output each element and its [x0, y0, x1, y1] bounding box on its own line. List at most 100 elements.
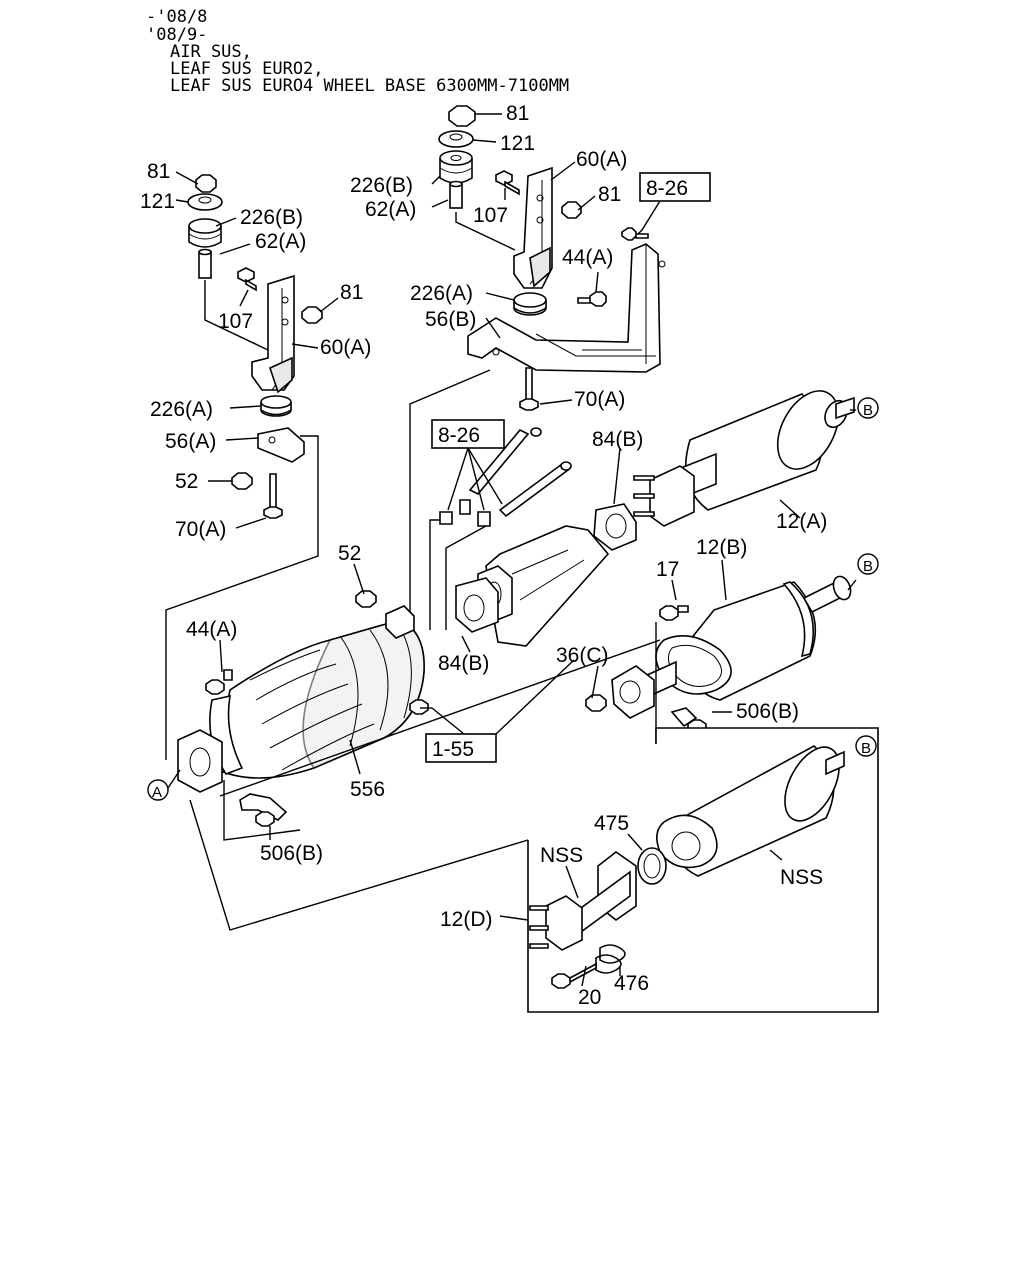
washer-121-left[interactable] — [187, 193, 223, 211]
collar-62a-left[interactable] — [198, 251, 212, 279]
label-226b-upper: 226(B) — [350, 174, 413, 197]
leader-a-to-12d — [189, 799, 529, 931]
bolt-107-upper[interactable] — [495, 170, 513, 186]
collar-62a-upper[interactable] — [449, 183, 463, 209]
dpd-bracket[interactable] — [385, 605, 415, 639]
sensor-pipe-group: 8-26 — [429, 419, 572, 630]
svg-text:B: B — [861, 740, 871, 757]
washer-121-upper[interactable] — [438, 130, 474, 148]
muffler-12a-assembly — [593, 390, 856, 551]
nut-81-upper[interactable] — [448, 105, 476, 127]
label-506b-right: 506(B) — [736, 700, 799, 723]
marker-b-12a: B — [857, 397, 879, 419]
flange-12d-inlet[interactable] — [545, 895, 583, 951]
gasket-84b-mid[interactable] — [455, 577, 499, 633]
marker-b-nss: B — [855, 735, 877, 757]
studs-12a — [633, 475, 655, 517]
svg-text:B: B — [863, 558, 873, 575]
label-62a-left: 62(A) — [255, 230, 306, 253]
bolt-44a-upper[interactable] — [577, 291, 607, 307]
bolt-17[interactable] — [659, 605, 689, 621]
gasket-84b-top[interactable] — [593, 503, 637, 551]
label-nss-right: NSS — [780, 866, 823, 889]
label-84b-mid: 84(B) — [438, 652, 489, 675]
nut-36c[interactable] — [585, 694, 607, 712]
label-556: 556 — [350, 778, 385, 801]
center-elbow — [455, 525, 610, 653]
marker-a: A — [147, 779, 169, 801]
header-line-4: LEAF SUS EURO2, — [170, 59, 324, 79]
sensor-pipe-lower[interactable] — [498, 462, 570, 518]
dpd-unit-556 — [177, 563, 465, 841]
header-line-2: '08/9- — [146, 25, 207, 45]
header-line-5: LEAF SUS EURO4 WHEEL BASE 6300MM-7100MM — [170, 76, 569, 96]
nut-81-left-side[interactable] — [301, 306, 323, 324]
spring-476[interactable] — [595, 944, 626, 974]
nut-81-left[interactable] — [195, 174, 217, 193]
nut-52-mid[interactable] — [355, 590, 377, 608]
gasket-12b-inlet[interactable] — [611, 665, 655, 719]
pipe-clamp-left[interactable] — [439, 499, 471, 525]
label-81-upper-side: 81 — [598, 183, 621, 206]
nut-dpd-right[interactable] — [409, 699, 429, 715]
muffler-12b-assembly — [585, 559, 857, 744]
label-81-upper: 81 — [506, 102, 529, 125]
label-12d: 12(D) — [440, 908, 493, 931]
label-17: 17 — [656, 558, 679, 581]
left-lower-mount — [165, 395, 319, 760]
bolt-70a-left[interactable] — [269, 473, 277, 511]
bolt-70a-mid[interactable] — [525, 367, 533, 403]
bracket-56b[interactable] — [467, 243, 661, 373]
nss-option-box — [499, 727, 879, 1013]
label-52-mid: 52 — [338, 542, 361, 565]
flange-nss[interactable] — [656, 814, 718, 869]
label-44a-left: 44(A) — [186, 618, 237, 641]
left-bracket-assembly — [175, 171, 339, 394]
sensor-pipe-upper[interactable] — [468, 429, 530, 495]
bracket-506b-right[interactable] — [670, 707, 698, 728]
label-56b: 56(B) — [425, 308, 476, 331]
label-121-upper: 121 — [500, 132, 535, 155]
bracket-506b-left[interactable] — [239, 793, 288, 821]
ref-box-8-26-upper[interactable]: 8-26 — [639, 172, 711, 202]
bolt-107-left[interactable] — [237, 267, 257, 292]
label-12b: 12(B) — [696, 536, 747, 559]
header-line-3: AIR SUS, — [170, 42, 252, 62]
ref-box-1-55[interactable]: 1-55 — [425, 733, 497, 763]
ref-8-26-upper-text: 8-26 — [646, 177, 688, 200]
studs-12d — [529, 905, 549, 949]
label-62a-upper: 62(A) — [365, 198, 416, 221]
diagram-header: -'08/8 '08/9- AIR SUS, LEAF SUS EURO2, L… — [146, 7, 569, 96]
label-60a-left: 60(A) — [320, 336, 371, 359]
label-476: 476 — [614, 972, 649, 995]
label-44a-upper: 44(A) — [562, 246, 613, 269]
label-36c: 36(C) — [556, 644, 609, 667]
ring-475[interactable] — [637, 847, 667, 885]
dpd-inlet-flange[interactable] — [177, 729, 223, 793]
bolt-44a-left[interactable] — [205, 669, 233, 695]
marker-b-12b: B — [857, 553, 879, 575]
label-107-upper: 107 — [473, 204, 508, 227]
label-81-left-side: 81 — [340, 281, 363, 304]
label-20: 20 — [578, 986, 601, 1009]
plate-56a[interactable] — [257, 427, 305, 463]
label-nss-left: NSS — [540, 844, 583, 867]
nut-52-left[interactable] — [231, 472, 253, 490]
label-56a: 56(A) — [165, 430, 216, 453]
label-84b-top: 84(B) — [592, 428, 643, 451]
label-12a: 12(A) — [776, 510, 827, 533]
pipe-clamp-right[interactable] — [477, 511, 491, 527]
bolt-8-26-upper[interactable] — [621, 227, 649, 241]
flange-12a[interactable] — [649, 465, 695, 527]
label-81-left: 81 — [147, 160, 170, 183]
svg-text:A: A — [152, 784, 162, 801]
label-475: 475 — [594, 812, 629, 835]
ref-1-55-text: 1-55 — [432, 738, 474, 761]
label-121-left: 121 — [140, 190, 175, 213]
nut-81-upper-side[interactable] — [561, 201, 582, 219]
label-52-left: 52 — [175, 470, 198, 493]
label-226a-left: 226(A) — [150, 398, 213, 421]
label-60a-upper: 60(A) — [576, 148, 627, 171]
label-226a-mid: 226(A) — [410, 282, 473, 305]
